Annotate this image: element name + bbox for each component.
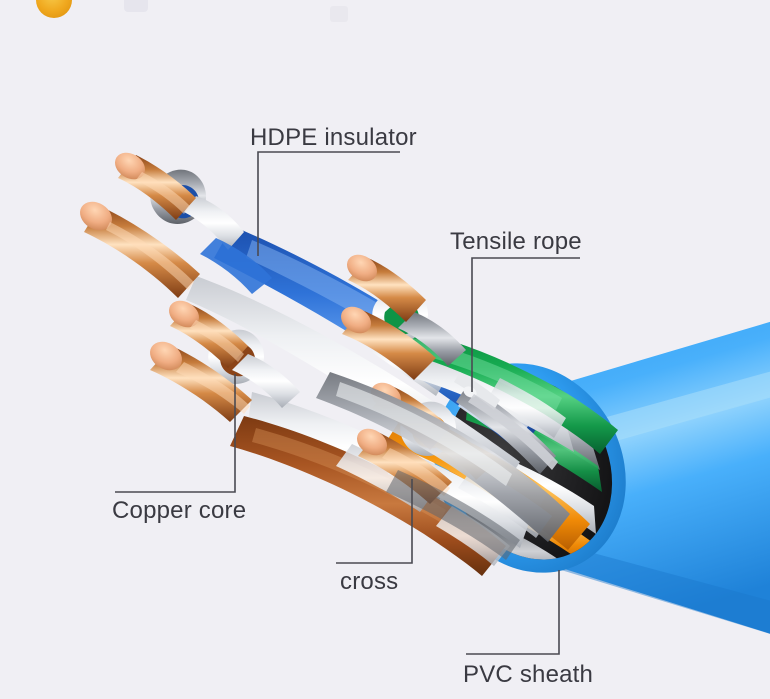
callout-label-hdpe-insulator: HDPE insulator (250, 124, 417, 151)
top-decor-block-2 (330, 6, 348, 22)
copper-core-green-b (341, 306, 436, 380)
callout-label-cross: cross (340, 568, 399, 595)
copper-core-brown-b (150, 341, 252, 422)
leader-lines (115, 151, 580, 655)
callout-label-tensile-rope: Tensile rope (450, 228, 582, 255)
top-decor-block (124, 0, 148, 12)
copper-core-blue-b (80, 201, 200, 298)
callout-label-pvc-sheath: PVC sheath (463, 661, 594, 688)
copper-core-blue-a (115, 152, 196, 220)
tensile-rope (454, 372, 558, 470)
orange-circle-badge-icon (36, 0, 72, 18)
callout-label-copper-core: Copper core (112, 497, 247, 524)
copper-core-brown-a (169, 300, 248, 368)
copper-core-green-a (347, 254, 426, 322)
